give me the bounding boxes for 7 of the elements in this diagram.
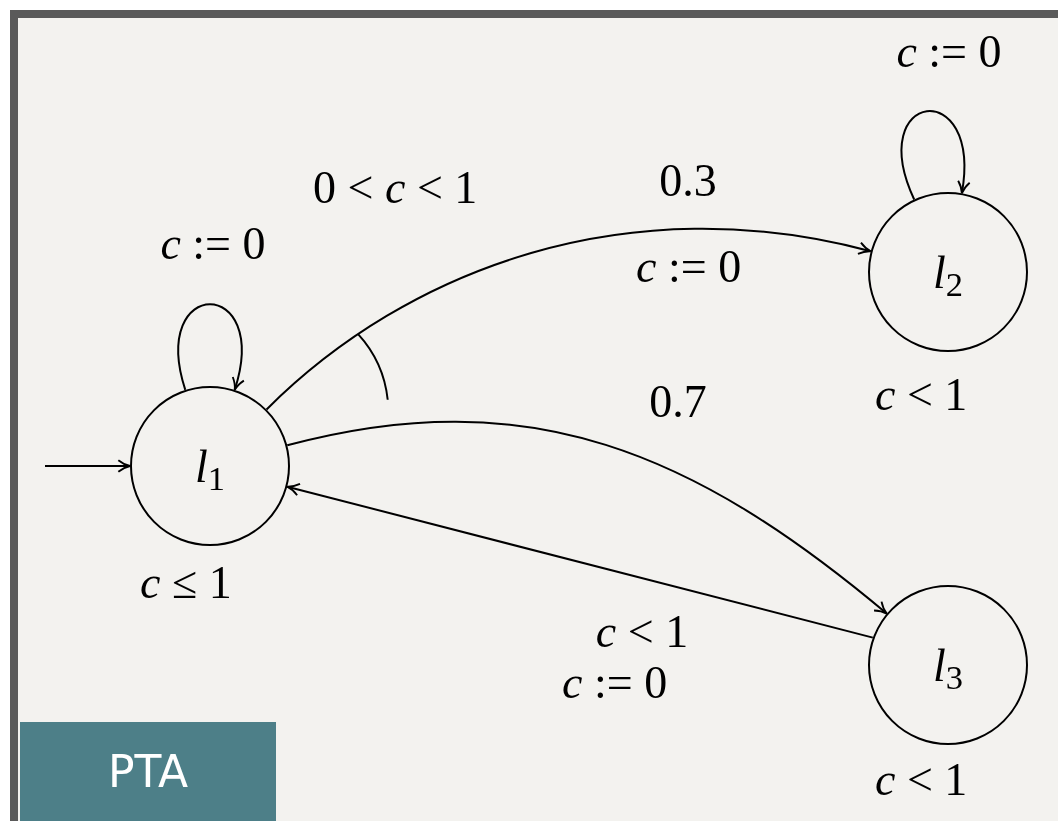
guard-label: 0 < c < 1 <box>313 165 478 211</box>
label-box: PTA <box>20 722 276 821</box>
invariant-label: c < 1 <box>875 372 968 418</box>
invariant-label: c < 1 <box>875 757 968 803</box>
guard-label: c := 0 <box>636 244 742 290</box>
invariant-label: c ≤ 1 <box>140 560 232 606</box>
guard-label: c := 0 <box>562 660 668 706</box>
